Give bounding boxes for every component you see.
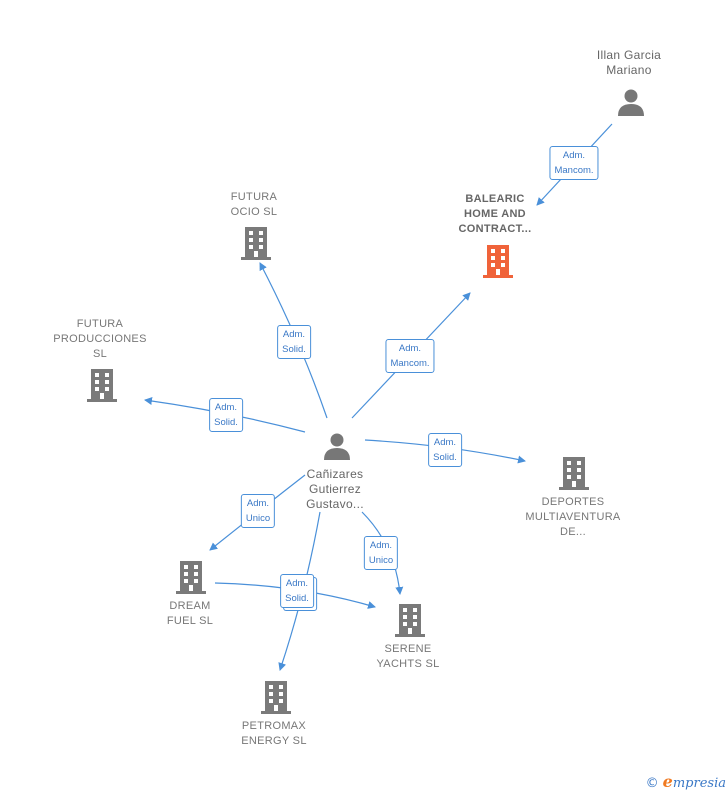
- person-icon[interactable]: [617, 88, 645, 121]
- node-label-balearic[interactable]: BALEARIC HOME AND CONTRACT...: [458, 193, 532, 235]
- building-icon[interactable]: [394, 603, 426, 642]
- person-icon[interactable]: [323, 432, 351, 465]
- edge-label: Adm. Solid.: [277, 325, 311, 359]
- building-icon-highlight[interactable]: [482, 244, 514, 283]
- edge-label: Adm. Unico: [240, 494, 276, 528]
- node-label-dream[interactable]: DREAM FUEL SL: [166, 600, 214, 627]
- building-icon[interactable]: [86, 368, 118, 407]
- building-icon[interactable]: [558, 456, 590, 495]
- brand-logo-text: mpresia: [672, 776, 726, 791]
- node-label-petromax[interactable]: PETROMAX ENERGY SL: [241, 720, 307, 747]
- copyright-icon: ©: [645, 776, 659, 791]
- node-label-illan[interactable]: Illan Garcia Mariano: [596, 48, 662, 77]
- node-label-futura-ocio[interactable]: FUTURA OCIO SL: [230, 191, 278, 218]
- edge-label: Adm. Solid.: [428, 433, 462, 467]
- node-label-canizares[interactable]: Cañizares Gutierrez Gustavo...: [306, 467, 364, 511]
- edge-label: Adm. Mancom.: [385, 339, 435, 373]
- edge-label: Adm. Mancom.: [549, 146, 599, 180]
- node-label-serene[interactable]: SERENE YACHTS SL: [376, 643, 440, 670]
- node-label-futura-prod[interactable]: FUTURA PRODUCCIONES SL: [53, 318, 147, 360]
- building-icon[interactable]: [260, 680, 292, 719]
- edge-label: Adm. Solid.: [209, 398, 243, 432]
- brand-logo-initial: e: [662, 772, 673, 791]
- node-label-deportes[interactable]: DEPORTES MULTIAVENTURA DE...: [525, 496, 621, 538]
- edge-label: Adm. Solid.: [280, 574, 314, 608]
- building-icon[interactable]: [175, 560, 207, 599]
- footer-brand: ©empresia: [646, 772, 726, 791]
- edge-label: Adm. Unico: [363, 536, 399, 570]
- building-icon[interactable]: [240, 226, 272, 265]
